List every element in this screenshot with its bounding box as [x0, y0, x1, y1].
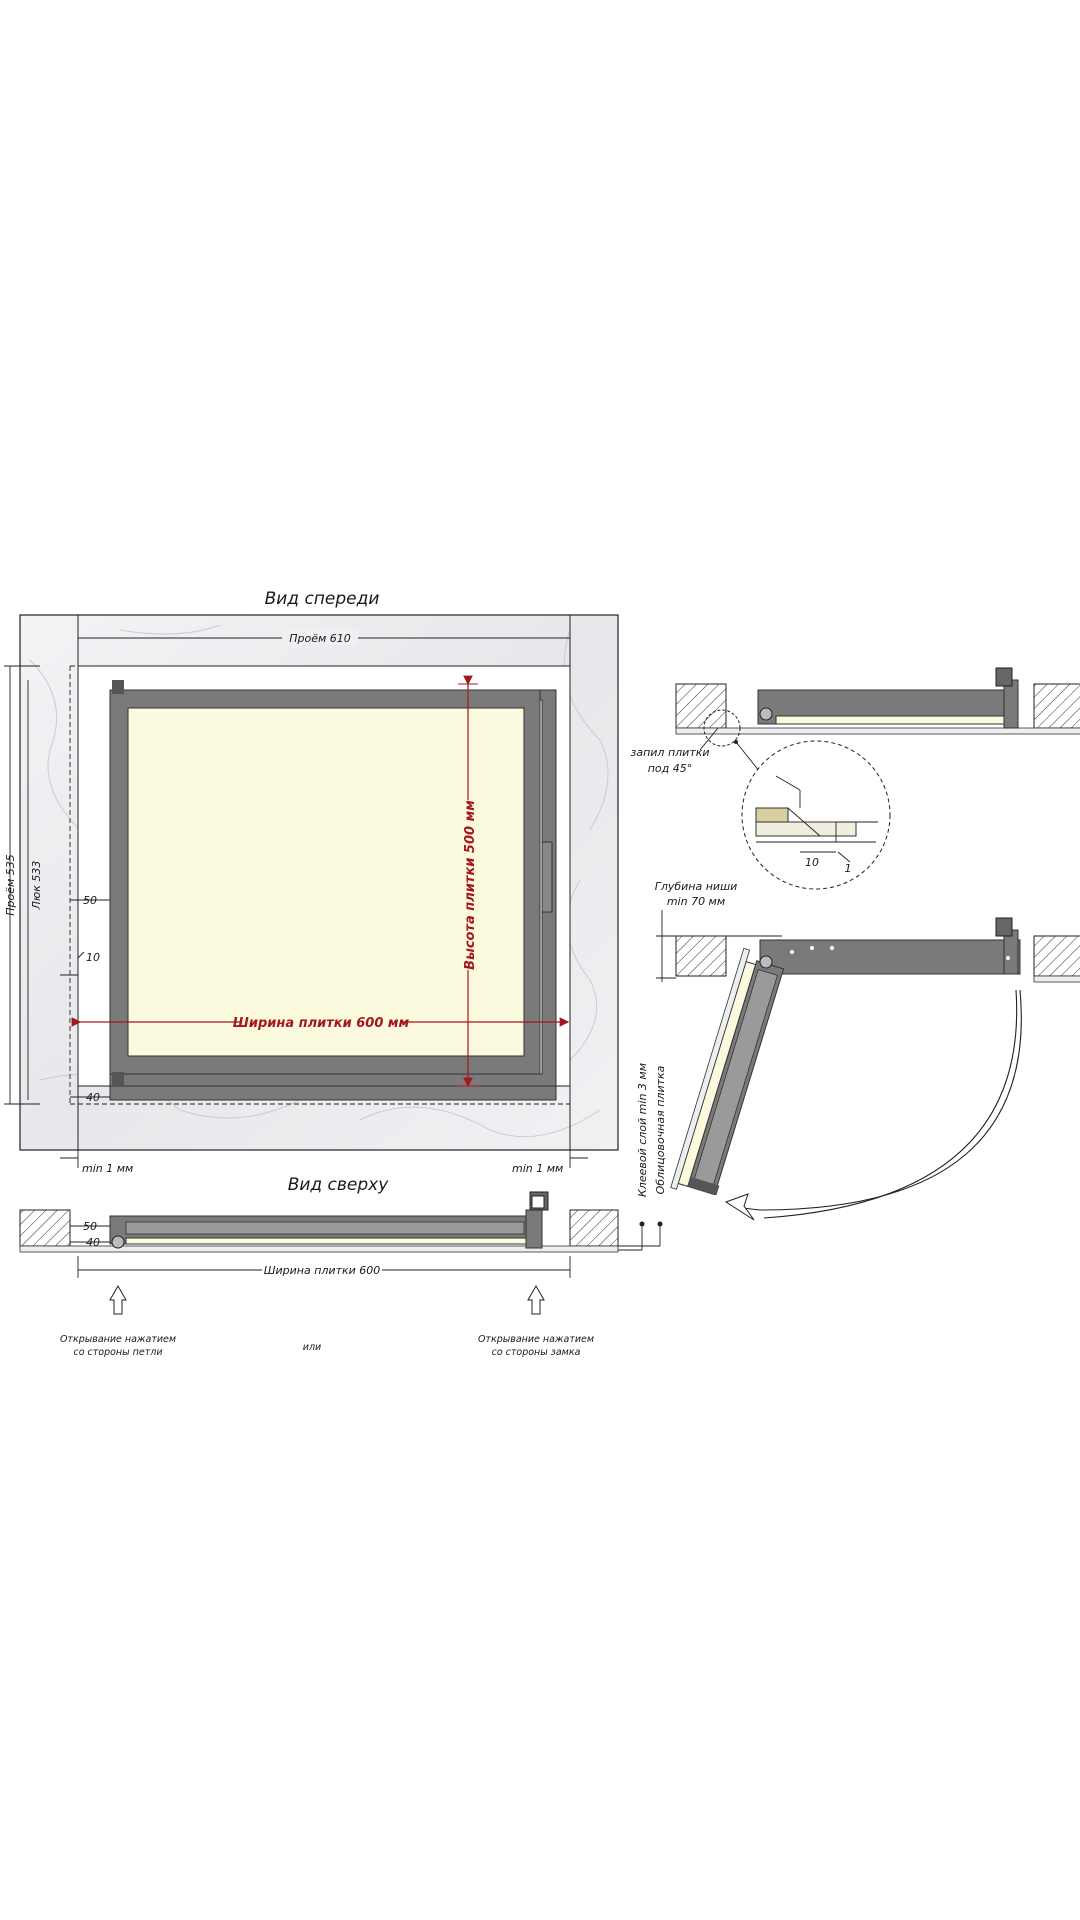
- min-gap-right: min 1 мм: [512, 1162, 563, 1175]
- min-gap-left: min 1 мм: [82, 1162, 133, 1175]
- tile-height-label: Высота плитки 500 мм: [463, 800, 478, 970]
- detail-callout-small: [703, 709, 741, 747]
- niche-depth-line1: Глубина ниши: [655, 880, 738, 893]
- or-label: или: [303, 1342, 321, 1353]
- side-open-section: Глубина ниши min 70 мм Клеевой слой min …: [636, 880, 1080, 1221]
- lyuk-label: Люк 533: [30, 861, 43, 911]
- niche-depth-line2: min 70 мм: [667, 895, 725, 908]
- cut-label-2: под 45°: [648, 762, 693, 775]
- dim-50-top: 50: [83, 1220, 97, 1233]
- dim-40-front: 40: [86, 1091, 100, 1104]
- open-lock-line2: со стороны замка: [492, 1347, 581, 1358]
- glue-layer-label: Клеевой слой min 3 мм: [636, 1063, 649, 1197]
- press-arrow-hinge: [109, 1284, 127, 1315]
- cut-label-1: запил плитки: [630, 746, 709, 759]
- wall-right: [569, 1209, 619, 1247]
- front-view-title: Вид спереди: [265, 589, 380, 609]
- tile-surface: [127, 707, 525, 1057]
- detail-dim-10: 10: [805, 856, 819, 869]
- open-lock-line1: Открывание нажатием: [478, 1334, 594, 1345]
- swing-arrow: [733, 989, 1022, 1211]
- dim-10-front: 10: [86, 951, 100, 964]
- proyom-width-label: Проём 610: [289, 632, 351, 645]
- facing-tile-label: Облицовочная плитка: [654, 1065, 667, 1194]
- front-view: Проём 610 Проём 535 Люк 533 50 10 40 Выс…: [4, 614, 619, 1175]
- hinge-bottom: [112, 1072, 124, 1086]
- side-closed-section: запил плитки под 45° 10 1: [630, 667, 1080, 890]
- hinge-top: [112, 680, 124, 694]
- open-hinge-line1: Открывание нажатием: [60, 1334, 176, 1345]
- top-view: 50 40 Ширина плитки 600 Открывание нажат…: [19, 1191, 663, 1358]
- top-view-title: Вид сверху: [288, 1175, 390, 1195]
- top-tile-width: Ширина плитки 600: [264, 1264, 381, 1277]
- frame-bottom-bar: [109, 1085, 557, 1101]
- open-hinge-line2: со стороны петли: [73, 1347, 162, 1358]
- wall-left: [19, 1209, 71, 1247]
- lock: [541, 841, 553, 913]
- dim-40-top: 40: [86, 1236, 100, 1249]
- press-arrow-lock: [527, 1284, 545, 1315]
- tile-width-label: Ширина плитки 600 мм: [233, 1016, 410, 1031]
- proyom-height-label: Проём 535: [4, 854, 17, 916]
- detail-dim-1: 1: [845, 862, 852, 875]
- dim-50-front: 50: [83, 894, 97, 907]
